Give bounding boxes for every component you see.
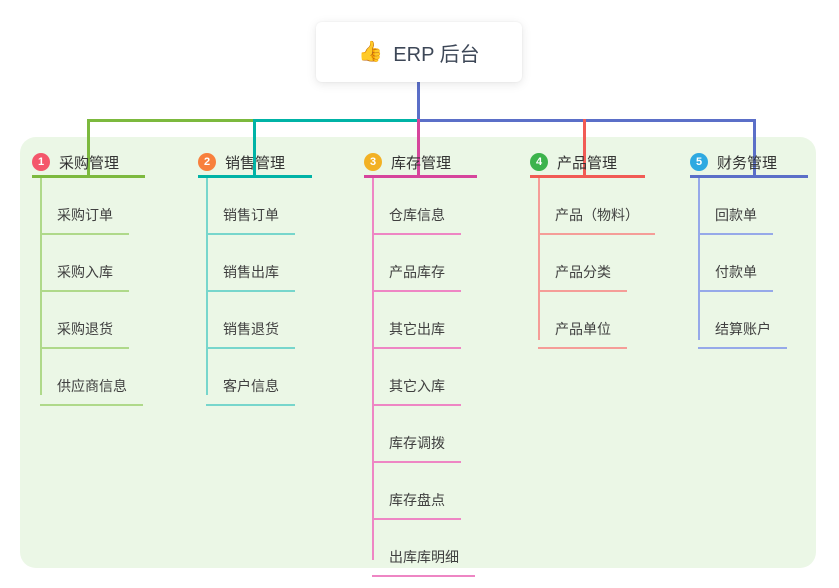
child-node-label: 库存盘点 [389, 492, 445, 508]
child-node[interactable]: 供应商信息 [40, 349, 143, 406]
child-node[interactable]: 采购退货 [40, 292, 129, 349]
child-node[interactable]: 产品分类 [538, 235, 627, 292]
branch-header-2[interactable]: 2 销售管理 [198, 149, 312, 178]
root-connector-line [417, 82, 420, 122]
branch-child-connector [538, 178, 540, 340]
root-node[interactable]: 👍 ERP 后台 [316, 22, 522, 82]
child-node-label: 产品库存 [389, 264, 445, 280]
child-node-label: 库存调拨 [389, 435, 445, 451]
child-node-label: 客户信息 [223, 378, 279, 394]
child-node-label: 采购退货 [57, 321, 113, 337]
branch-label: 产品管理 [557, 154, 618, 172]
child-node[interactable]: 销售退货 [206, 292, 295, 349]
child-node[interactable]: 其它出库 [372, 292, 461, 349]
bus-segment-line [87, 119, 256, 122]
child-node[interactable]: 结算账户 [698, 292, 787, 349]
child-node[interactable]: 回款单 [698, 178, 773, 235]
child-node[interactable]: 库存调拨 [372, 406, 461, 463]
child-node-label: 结算账户 [715, 321, 771, 337]
branch-header-5[interactable]: 5 财务管理 [690, 149, 808, 178]
child-node-label: 销售出库 [223, 264, 279, 280]
branch-child-connector [206, 178, 208, 395]
branch-label: 采购管理 [59, 154, 120, 172]
branch-label: 财务管理 [717, 154, 778, 172]
thumbs-up-icon: 👍 [358, 41, 384, 63]
branch-number-badge: 1 [32, 153, 50, 171]
child-node[interactable]: 付款单 [698, 235, 773, 292]
child-node-label: 采购入库 [57, 264, 113, 280]
branch-header-4[interactable]: 4 产品管理 [530, 149, 645, 178]
branch-label: 库存管理 [391, 154, 452, 172]
branch-children: 销售订单销售出库销售退货客户信息 [206, 178, 295, 406]
child-node[interactable]: 仓库信息 [372, 178, 461, 235]
child-node-label: 付款单 [715, 264, 757, 280]
branch-header-1[interactable]: 1 采购管理 [32, 149, 145, 178]
child-node-label: 采购订单 [57, 207, 113, 223]
child-node[interactable]: 销售订单 [206, 178, 295, 235]
branch-label: 销售管理 [225, 154, 286, 172]
branch-children: 采购订单采购入库采购退货供应商信息 [40, 178, 143, 406]
branch-number-badge: 5 [690, 153, 708, 171]
child-node[interactable]: 采购订单 [40, 178, 129, 235]
child-node-label: 其它出库 [389, 321, 445, 337]
child-node[interactable]: 客户信息 [206, 349, 295, 406]
child-node-label: 产品分类 [555, 264, 611, 280]
branch-child-connector [372, 178, 374, 560]
child-node[interactable]: 产品单位 [538, 292, 627, 349]
branch-children: 仓库信息产品库存其它出库其它入库库存调拨库存盘点出库库明细 [372, 178, 475, 577]
root-node-label: ERP 后台 [393, 43, 480, 66]
branch-drop-line [253, 119, 256, 178]
child-node[interactable]: 其它入库 [372, 349, 461, 406]
child-node[interactable]: 库存盘点 [372, 463, 461, 520]
child-node[interactable]: 产品库存 [372, 235, 461, 292]
bus-segment-line [253, 119, 420, 122]
child-node[interactable]: 产品（物料） [538, 178, 655, 235]
child-node-label: 仓库信息 [389, 207, 445, 223]
child-node[interactable]: 出库库明细 [372, 520, 475, 577]
branch-child-connector [40, 178, 42, 395]
branch-number-badge: 2 [198, 153, 216, 171]
child-node-label: 回款单 [715, 207, 757, 223]
branches-panel [20, 137, 816, 568]
child-node-label: 其它入库 [389, 378, 445, 394]
branch-children: 产品（物料） 产品分类产品单位 [538, 178, 655, 349]
branch-children: 回款单付款单结算账户 [698, 178, 787, 349]
child-node-label: 销售订单 [223, 207, 279, 223]
child-node[interactable]: 采购入库 [40, 235, 129, 292]
branch-drop-line [753, 119, 756, 178]
child-node-label: 供应商信息 [57, 378, 127, 394]
branch-child-connector [698, 178, 700, 340]
child-node-label: 出库库明细 [389, 549, 459, 565]
branch-number-badge: 3 [364, 153, 382, 171]
child-node[interactable]: 销售出库 [206, 235, 295, 292]
child-node-label: 产品（物料） [555, 207, 639, 223]
child-node-label: 销售退货 [223, 321, 279, 337]
branch-header-3[interactable]: 3 库存管理 [364, 149, 477, 178]
branch-drop-line [417, 119, 420, 178]
branch-drop-line [87, 119, 90, 178]
bus-segment-line [417, 119, 756, 122]
child-node-label: 产品单位 [555, 321, 611, 337]
branch-number-badge: 4 [530, 153, 548, 171]
branch-drop-line [583, 119, 586, 178]
